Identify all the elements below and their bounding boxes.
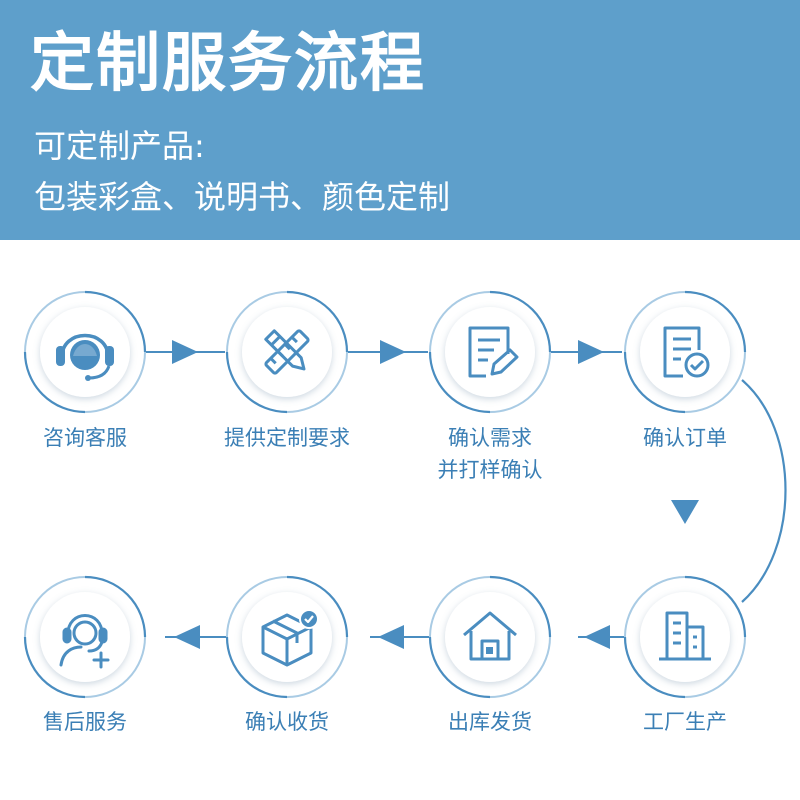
page-title: 定制服务流程 [30, 27, 426, 101]
headset-icon [56, 333, 114, 381]
step-consult-node [25, 292, 145, 412]
order-check-icon [663, 326, 710, 378]
box-check-icon [261, 609, 319, 667]
step-label-receipt: 确认收货 [245, 710, 329, 734]
arrow-7-8 [174, 625, 200, 649]
step-confirm-sample-node [430, 292, 550, 412]
edit-document-icon [468, 326, 519, 378]
step-label-confirm-order: 确认订单 [643, 426, 727, 450]
customizable-products-label: 可定制产品: [34, 127, 205, 165]
step-receipt-node [227, 577, 347, 697]
step-confirm-order-node [625, 292, 745, 412]
step-label-confirm-needs: 确认需求 [448, 426, 532, 450]
step-label-consult: 咨询客服 [43, 426, 127, 450]
arrow-4-5 [671, 500, 699, 524]
flow-graphic [0, 240, 787, 800]
step-label-shipping: 出库发货 [448, 710, 532, 734]
step-label-production: 工厂生产 [643, 710, 727, 734]
warehouse-icon [463, 611, 517, 661]
step-label-requirements: 提供定制要求 [224, 426, 350, 450]
step-label-confirm-sample: 并打样确认 [437, 458, 543, 482]
step-production-node [625, 577, 745, 697]
step-label-after-sales: 售后服务 [43, 710, 127, 734]
process-flow-diagram: 咨询客服 提供定制要求 确认需求 并打样确认 确认订单 工厂生产 出库发货 确认… [0, 240, 800, 800]
arrow-2-3 [380, 340, 406, 364]
support-agent-icon [59, 614, 110, 669]
factory-building-icon [659, 611, 711, 661]
step-requirements-node [227, 292, 347, 412]
arrow-6-7 [378, 625, 404, 649]
customizable-products-list: 包装彩盒、说明书、颜色定制 [34, 178, 451, 216]
arrow-5-6 [584, 625, 610, 649]
header-banner: 定制服务流程 可定制产品: 包装彩盒、说明书、颜色定制 [0, 0, 800, 240]
step-after-sales-node [25, 577, 145, 697]
arrow-1-2 [172, 340, 198, 364]
pencil-ruler-icon [264, 329, 310, 375]
step-shipping-node [430, 577, 550, 697]
arrow-3-4 [578, 340, 604, 364]
